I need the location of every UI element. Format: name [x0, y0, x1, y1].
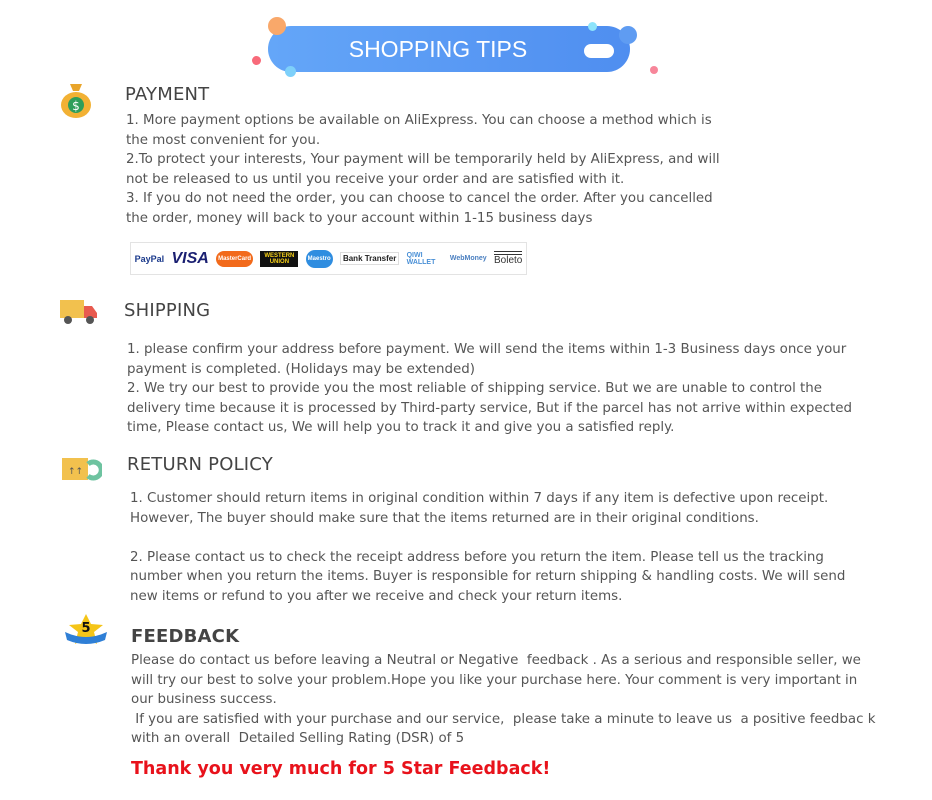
decor-dot — [588, 22, 597, 31]
delivery-truck-icon — [58, 296, 98, 326]
shipping-text: 1. please confirm your address before pa… — [127, 342, 852, 435]
shipping-title: SHIPPING — [124, 300, 211, 321]
boleto-logo: Boleto — [493, 251, 523, 266]
bank-transfer-logo: Bank Transfer — [339, 252, 400, 265]
return-policy-title: RETURN POLICY — [127, 454, 273, 475]
badge-number: 5 — [81, 621, 90, 636]
feedback-text: Please do contact us before leaving a Ne… — [131, 653, 876, 746]
decor-dot — [268, 17, 286, 35]
payment-methods: PayPal VISA MasterCard WESTERN UNION Mae… — [130, 242, 527, 275]
decor-cutout — [584, 44, 614, 58]
qiwi-logo: QIWI WALLET — [406, 251, 436, 266]
decor-dot — [619, 26, 637, 44]
payment-title: PAYMENT — [125, 84, 210, 105]
webmoney-logo: WebMoney — [449, 255, 487, 262]
thank-you-message: Thank you very much for 5 Star Feedback! — [131, 759, 551, 779]
shopping-tips-banner — [268, 26, 630, 72]
decor-dot — [650, 66, 658, 74]
mastercard-logo: MasterCard — [216, 250, 254, 267]
payment-text: 1. More payment options be available on … — [126, 113, 720, 226]
banner-title: SHOPPING TIPS — [348, 36, 528, 62]
visa-logo: VISA — [171, 249, 209, 267]
svg-text:$: $ — [72, 99, 80, 113]
money-bag-icon: $ — [60, 80, 92, 118]
svg-text:↑↑: ↑↑ — [68, 467, 83, 477]
five-star-badge-icon: 5 — [63, 614, 109, 646]
return-policy-text: 1. Customer should return items in origi… — [130, 491, 846, 604]
feedback-title: FEEDBACK — [131, 626, 240, 647]
decor-dot — [252, 56, 261, 65]
decor-dot — [285, 66, 296, 77]
western-union-logo: WESTERN UNION — [260, 250, 299, 267]
paypal-logo: PayPal — [134, 253, 165, 264]
maestro-logo: Maestro — [305, 249, 333, 268]
return-box-icon: ↑↑ — [60, 452, 104, 484]
